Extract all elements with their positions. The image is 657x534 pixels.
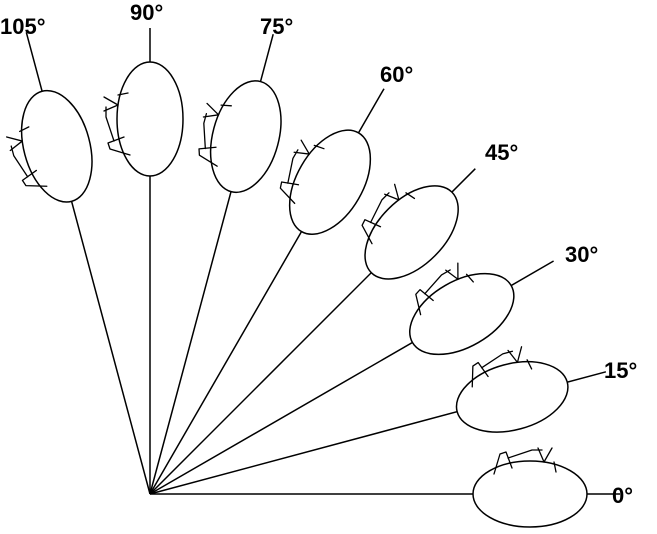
head-outline: [455, 361, 569, 433]
head-group: [6, 61, 588, 528]
head-0: [472, 447, 588, 528]
face-profile: [103, 92, 131, 156]
angle-label-30: 30°: [565, 242, 598, 267]
face-profile: [415, 262, 474, 316]
face-profile: [279, 139, 325, 205]
face-profile: [198, 102, 232, 167]
head-105: [6, 89, 93, 203]
head-45: [361, 183, 459, 280]
angle-label-75: 75°: [260, 14, 293, 39]
head-60: [279, 129, 372, 235]
angle-label-105: 105°: [0, 14, 46, 39]
face-profile: [493, 447, 557, 475]
head-75: [198, 80, 282, 194]
head-outline: [209, 80, 282, 194]
angle-label-15: 15°: [604, 358, 637, 383]
head-outline: [472, 460, 588, 528]
face-profile: [361, 183, 416, 245]
head-outline: [116, 61, 184, 177]
head-outline: [364, 185, 459, 280]
head-outline: [409, 272, 515, 356]
face-profile: [6, 126, 48, 187]
head-30: [409, 262, 515, 356]
head-90: [103, 61, 184, 177]
head-outline: [288, 129, 372, 235]
angle-label-60: 60°: [380, 62, 413, 87]
face-profile: [471, 346, 533, 388]
angle-label-45: 45°: [485, 140, 518, 165]
head-outline: [20, 89, 93, 203]
angle-label-0: 0°: [612, 483, 633, 508]
angle-label-90: 90°: [130, 0, 163, 25]
label-group: 0° 15° 30° 45° 60° 75° 90° 105°: [0, 0, 637, 508]
head-15: [455, 346, 569, 433]
ray-group: [25, 28, 620, 495]
